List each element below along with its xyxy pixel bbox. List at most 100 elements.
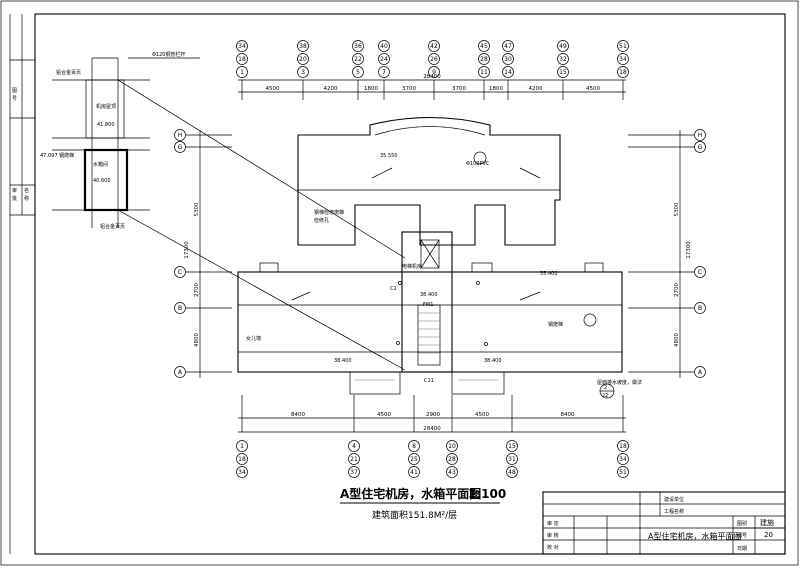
right-axis-4-label: A: [698, 369, 703, 376]
left-total: 17300: [184, 241, 190, 259]
top-axis-r3-8-label: 18: [619, 69, 627, 76]
strip-text-3: 审: [12, 187, 17, 194]
top-dim-1: 4200: [324, 86, 338, 92]
right-total: 17300: [686, 241, 692, 259]
detail-fence-top: 铝合金百页: [56, 69, 81, 76]
top-axis-r2-5-circle: [478, 53, 490, 65]
top-axis-r3-4-label: 9: [432, 69, 436, 76]
label-hatch: 检修孔: [314, 217, 329, 224]
bot-axis-r2-4-label: 31: [508, 456, 516, 463]
drawing-frame: [34, 13, 786, 555]
top-axis-r3-2-circle: [352, 66, 364, 78]
top-axis-r3-5-circle: [478, 66, 490, 78]
top-axis-r3-0-circle: [236, 66, 248, 78]
tb-stage: 建施: [760, 518, 774, 527]
right-axis-1-label: G: [698, 144, 703, 151]
detail-top-label: Φ120钢管栏杆: [152, 51, 185, 58]
left-axis-2-circle: [174, 266, 186, 278]
note-bubble-bottom: 22: [602, 393, 608, 399]
bot-dim-2: 2900: [426, 412, 440, 418]
level-5: 35.400: [540, 271, 558, 277]
tb-drawing-name: A型住宅机房，水箱平面图: [648, 531, 741, 541]
left-axis-0-label: H: [178, 132, 183, 139]
top-axis-r1-3-label: 40: [380, 43, 388, 50]
title-block: [542, 491, 786, 555]
top-axis-r1-1-circle: [297, 40, 309, 52]
top-axis-r3-2-label: 5: [356, 69, 360, 76]
top-axis-r1-6-label: 47: [504, 43, 512, 50]
detail-tank-level: 40.600: [93, 178, 111, 184]
drawing-scale: 1:100: [468, 487, 506, 501]
bot-axis-r3-5-circle: [617, 466, 629, 478]
left-axis-2-label: C: [178, 269, 182, 276]
detail-fence-bottom: 铝合金百页: [100, 223, 125, 230]
top-axis-r1-1-label: 38: [299, 43, 307, 50]
bot-axis-r3-1-circle: [348, 466, 360, 478]
top-axis-r3-6-label: 14: [504, 69, 512, 76]
top-axis-r3-3-circle: [378, 66, 390, 78]
top-axis-r1-5-label: 45: [480, 43, 488, 50]
bot-axis-r1-1-circle: [348, 440, 360, 452]
top-axis-r1-2-circle: [352, 40, 364, 52]
bot-axis-r1-3-circle: [446, 440, 458, 452]
bot-axis-r3-0-circle: [236, 466, 248, 478]
top-axis-r2-2-circle: [352, 53, 364, 65]
right-axis-3-circle: [694, 302, 706, 314]
strip-text-4: 批: [12, 195, 17, 202]
bot-dim-4: 8400: [561, 412, 575, 418]
bot-axis-r3-1-label: 37: [350, 469, 358, 476]
bot-axis-r1-5-circle: [617, 440, 629, 452]
floor-plan: [237, 116, 623, 399]
strip-text-2: 号: [12, 96, 17, 102]
label-fence: 钢爬梯: [548, 321, 563, 328]
tb-stage-label: 图别: [737, 520, 747, 527]
top-axis-r2-1-label: 20: [299, 56, 307, 63]
left-axis-4-circle: [174, 366, 186, 378]
tb-row-1: 审 定: [547, 520, 559, 527]
bot-axis-r2-0-label: 18: [238, 456, 246, 463]
bot-axis-r2-1-circle: [348, 453, 360, 465]
left-dim-1: 2700: [194, 283, 200, 297]
top-axis-r2-0-label: 18: [238, 56, 246, 63]
tb-number-label: 图号: [737, 533, 747, 539]
top-axis-r1-6-circle: [502, 40, 514, 52]
detail-tank-label: 水箱间: [93, 161, 108, 168]
label-stair-note: 钢梯检修爬梯: [314, 209, 344, 216]
bot-axis-r2-4-circle: [506, 453, 518, 465]
bot-axis-r1-5-label: 18: [619, 443, 627, 450]
bot-axis-r3-3-circle: [446, 466, 458, 478]
left-strip: 图 号 审 批 名 称: [9, 14, 35, 554]
strip-text-6: 称: [24, 195, 29, 202]
top-axis-r1-2-label: 36: [354, 43, 362, 50]
top-axis-r2-3-circle: [378, 53, 390, 65]
bot-dim-0: 8400: [291, 412, 305, 418]
level-1: 35.550: [380, 153, 398, 159]
top-axis-r2-0-circle: [236, 53, 248, 65]
bot-axis-r1-0-circle: [236, 440, 248, 452]
bot-axis-r1-1-label: 4: [352, 443, 356, 450]
top-dim-6: 4200: [529, 86, 543, 92]
top-axis-r2-5-label: 28: [480, 56, 488, 63]
right-dim-0: 5300: [674, 202, 680, 216]
bot-axis-r3-4-circle: [506, 466, 518, 478]
bot-axis-r1-4-circle: [506, 440, 518, 452]
strip-text-1: 图: [12, 88, 17, 94]
left-dim-0: 5300: [194, 202, 200, 216]
bot-axis-r1-2-circle: [408, 440, 420, 452]
top-axis-group: 3418138203362254024742269452811473014493…: [236, 40, 629, 100]
bot-axis-r2-5-label: 34: [619, 456, 627, 463]
top-axis-r1-5-circle: [478, 40, 490, 52]
top-axis-r3-1-circle: [297, 66, 309, 78]
top-axis-r3-7-circle: [557, 66, 569, 78]
top-dim-4: 3700: [452, 86, 466, 92]
tb-project: 工程名称: [664, 508, 684, 515]
top-axis-r3-3-label: 7: [382, 69, 386, 76]
top-axis-r1-3-circle: [378, 40, 390, 52]
right-axis-0-label: H: [698, 132, 703, 139]
note-bubble-top: 2: [604, 385, 607, 391]
top-axis-r2-7-circle: [557, 53, 569, 65]
top-axis-r2-4-label: 26: [430, 56, 438, 63]
top-axis-r2-4-circle: [428, 53, 440, 65]
